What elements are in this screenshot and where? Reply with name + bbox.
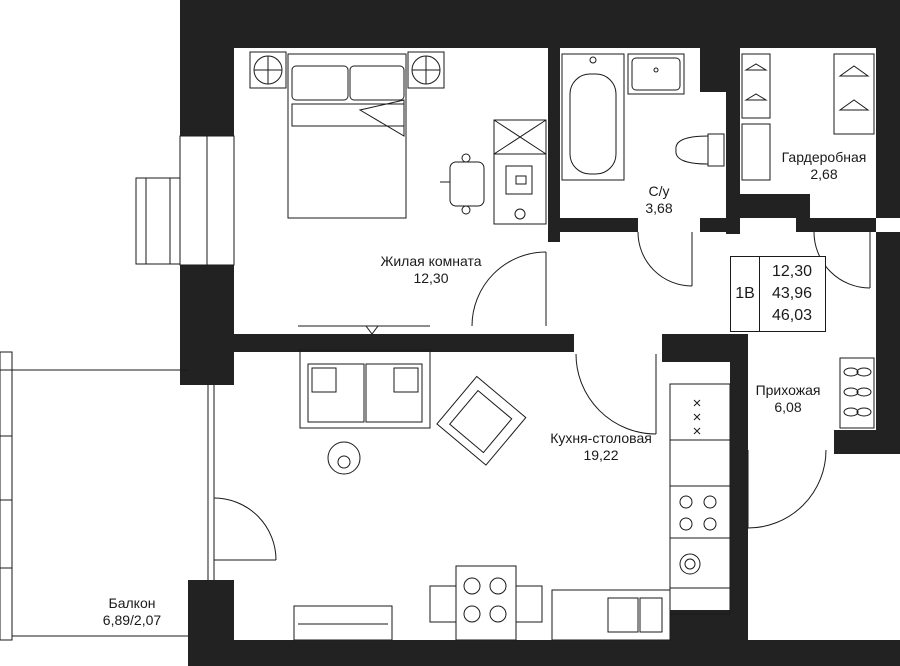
shower-icon [741,123,771,181]
room-label-bathroom: С/у 3,68 [634,183,684,217]
area-total: 43,96 [771,285,813,302]
room-label-hallway: Прихожая 6,08 [746,382,830,416]
room-name: Кухня-столовая [550,430,652,446]
bed-icon [249,51,445,219]
shoes-icon [839,357,875,429]
room-name: С/у [648,183,670,199]
door-icon [213,231,871,561]
apartment-type: 1В [731,257,760,331]
window-icon [135,135,235,266]
apartment-badge: 1В 12,30 43,96 46,03 [730,256,826,332]
room-name: Жилая комната [380,253,482,269]
walls [180,0,900,666]
sink-icon [627,53,685,95]
room-area: 19,22 [583,447,619,463]
room-area: 12,30 [413,270,449,286]
room-label-balcony: Балкон 6,89/2,07 [92,595,172,629]
kitchen-sink [551,589,671,641]
room-area: 6,08 [774,399,802,415]
room-area: 3,68 [645,200,673,216]
room-name: Прихожая [755,382,821,398]
toilet-icon [675,133,725,167]
room-area: 2,68 [810,166,838,182]
room-label-living: Жилая комната 12,30 [368,253,494,287]
room-label-kitchen: Кухня-столовая 19,22 [538,430,664,464]
hanger-icon [741,53,875,135]
room-area: 6,89/2,07 [102,612,162,628]
sofa-icon [299,349,431,429]
balcony [0,351,215,641]
desk-icon [493,119,547,225]
tv-icon [293,605,393,641]
apartment-areas: 12,30 43,96 46,03 [761,261,823,327]
bathtub-icon [561,53,625,181]
room-name: Балкон [108,595,156,611]
armchair-icon [327,375,527,475]
stove-icon [669,383,731,615]
room-name: Гардеробная [781,149,867,165]
dining-table-icon [429,565,543,641]
tv-icon [298,325,430,335]
room-label-wardrobe: Гардеробная 2,68 [772,149,876,183]
area-living: 12,30 [771,263,813,280]
chair-icon [440,153,485,215]
area-with-balcony: 46,03 [771,307,813,324]
